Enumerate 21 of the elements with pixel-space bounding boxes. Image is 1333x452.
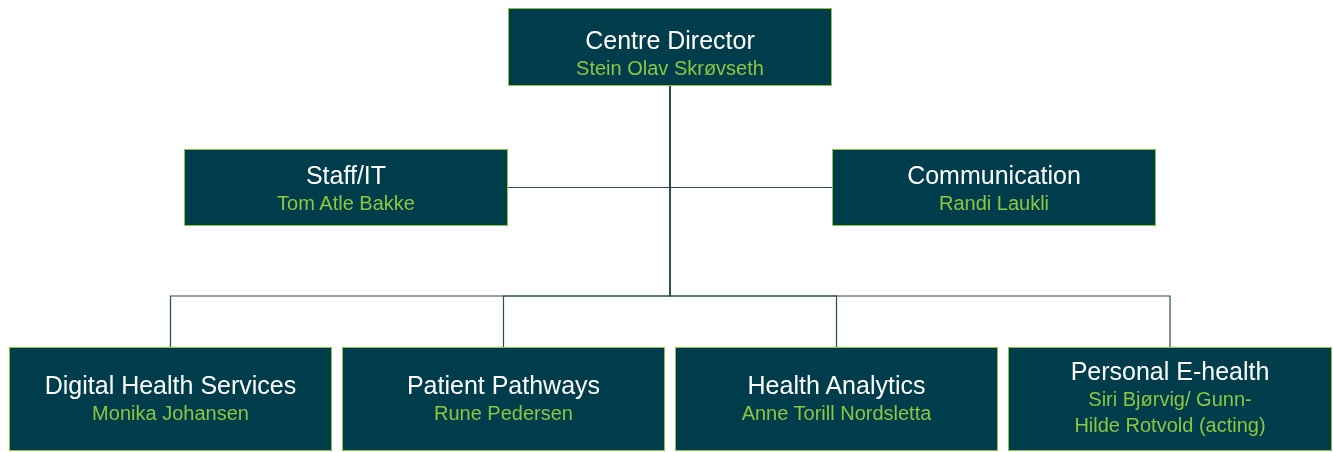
org-unit-box	[832, 149, 1156, 226]
unit-title: Personal E-health	[1070, 356, 1270, 386]
unit-title: Communication	[907, 160, 1081, 190]
person-name: Monika Johansen	[92, 401, 249, 426]
org-unit-box	[675, 347, 998, 451]
person-name: Anne Torill Nordsletta	[741, 401, 932, 426]
org-unit-box	[184, 149, 508, 226]
person-name: Tom Atle Bakke	[277, 191, 415, 216]
person-name: Stein Olav Skrøvseth	[576, 56, 764, 81]
unit-title: Health Analytics	[747, 370, 926, 400]
unit-title: Staff/IT	[305, 160, 387, 190]
person-name: Siri Bjørvig/ Gunn-Hilde Rotvold (acting)	[1073, 387, 1267, 438]
person-name: Randi Laukli	[938, 191, 1050, 216]
unit-title: Centre Director	[585, 25, 755, 55]
unit-title: Digital Health Services	[44, 370, 297, 400]
unit-title: Patient Pathways	[406, 370, 601, 400]
org-unit-box	[9, 347, 332, 451]
person-name: Rune Pedersen	[434, 401, 573, 426]
org-unit-box	[342, 347, 665, 451]
org-unit-box	[1008, 347, 1332, 451]
org-unit-box	[508, 8, 832, 86]
